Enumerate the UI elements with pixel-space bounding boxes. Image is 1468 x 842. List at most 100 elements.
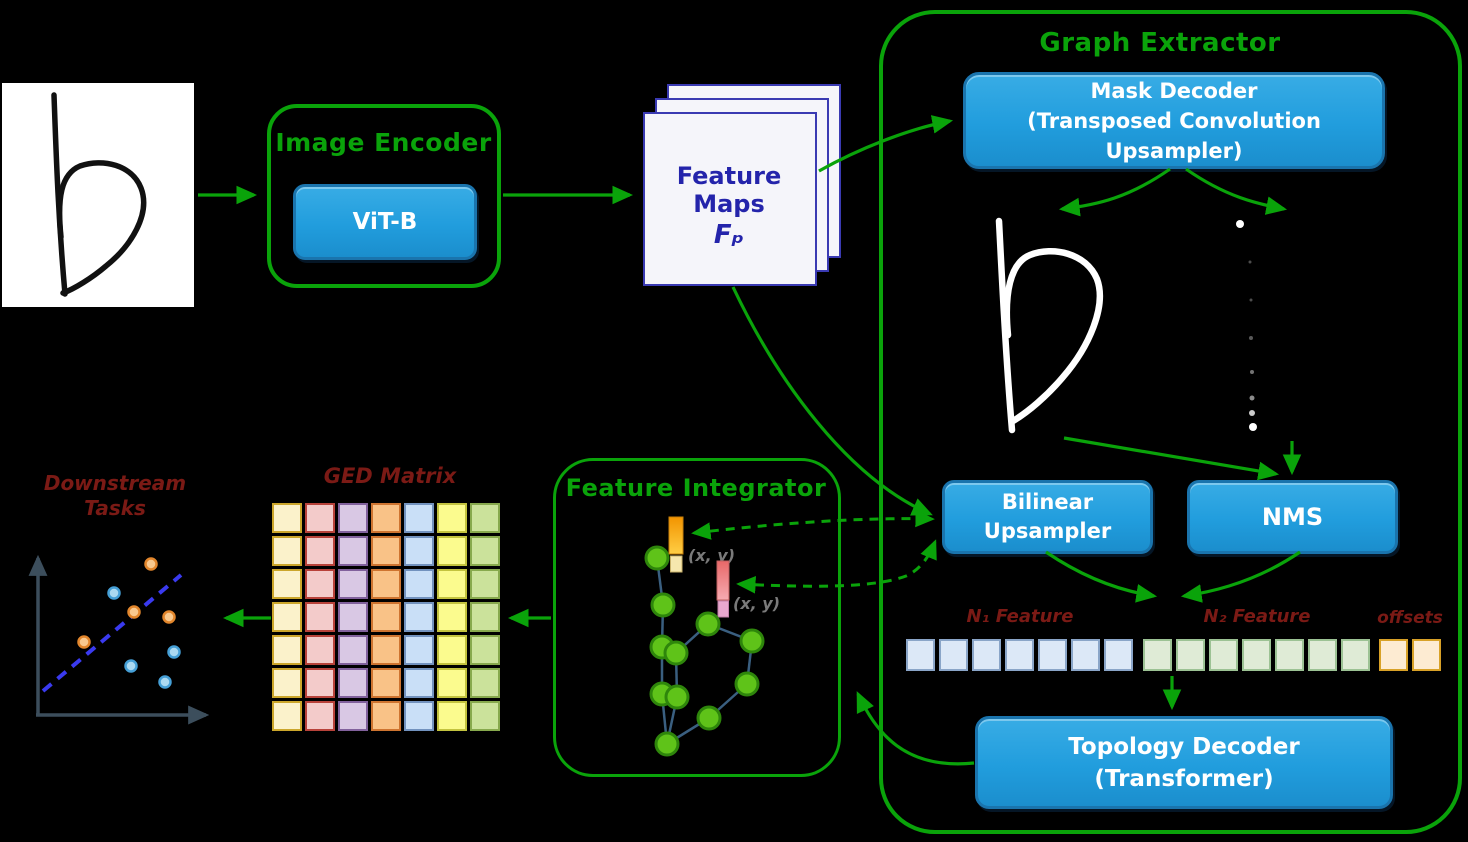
- ged-matrix-cell: [338, 503, 368, 533]
- coord-label-1: (x, y): [688, 546, 736, 565]
- ged-matrix-cell: [272, 668, 302, 698]
- ged-matrix-cell: [338, 635, 368, 665]
- ged-matrix-cell: [272, 536, 302, 566]
- ged-matrix-cell: [470, 602, 500, 632]
- ged-matrix-cell: [371, 668, 401, 698]
- ged-matrix-cell: [404, 569, 434, 599]
- feature-maps-text: Feature Maps: [676, 162, 782, 218]
- ged-matrix-cell: [338, 701, 368, 731]
- dashed-coordinate-arrows: [691, 509, 937, 594]
- scatter-dot-orange: [162, 610, 176, 624]
- arrow-decoder-to-mask: [1058, 167, 1171, 217]
- ged-matrix-cell: [272, 701, 302, 731]
- feature-cell-n2: [1143, 639, 1172, 671]
- feature-cell-n1: [1005, 639, 1034, 671]
- ged-matrix-cell: [305, 602, 335, 632]
- ged-matrix-cell: [404, 602, 434, 632]
- pink-feature-bar-pale: [717, 600, 729, 618]
- graph-node: [644, 545, 670, 571]
- ged-matrix-cell: [404, 536, 434, 566]
- feature-cell-n1: [1071, 639, 1100, 671]
- graph-node: [664, 684, 690, 710]
- ged-matrix-cell: [470, 536, 500, 566]
- ged-matrix-cell: [470, 668, 500, 698]
- ged-matrix-cell: [338, 536, 368, 566]
- ged-matrix-cell: [305, 536, 335, 566]
- feature-cell-n2: [1275, 639, 1304, 671]
- orange-feature-bar-pale: [670, 555, 683, 573]
- feature-cell-n2: [1209, 639, 1238, 671]
- ged-matrix-cell: [272, 503, 302, 533]
- keypoint-heatmap: [1236, 220, 1257, 431]
- mask-decoder-line3: Upsampler): [1105, 138, 1243, 163]
- downstream-tasks-title: Downstream Tasks: [30, 471, 200, 521]
- feature-cell-n2: [1242, 639, 1271, 671]
- ged-matrix-cell: [437, 503, 467, 533]
- feature-cell-n1: [939, 639, 968, 671]
- graph-node: [734, 671, 760, 697]
- ged-matrix-cell: [404, 503, 434, 533]
- topology-decoder-box: Topology Decoder (Transformer): [975, 716, 1393, 809]
- feature-integrator-title: Feature Integrator: [565, 474, 827, 502]
- mask-decoder-box: Mask Decoder (Transposed Convolution Ups…: [963, 72, 1385, 169]
- scatter-dot-orange: [127, 605, 141, 619]
- feature-maps-symbol: Fₚ: [713, 220, 745, 250]
- ged-matrix-cell: [371, 536, 401, 566]
- bilinear-upsampler-box: Bilinear Upsampler: [942, 480, 1153, 554]
- image-encoder-box: [267, 104, 501, 288]
- ged-matrix-cell: [470, 701, 500, 731]
- image-encoder-title: Image Encoder: [275, 128, 492, 157]
- green-arrows: [198, 115, 1302, 766]
- ged-matrix-cell: [305, 635, 335, 665]
- mask-decoder-line1: Mask Decoder: [1090, 78, 1258, 103]
- arrow-decoder-to-heatmap: [1185, 167, 1288, 215]
- graph-extractor-title: Graph Extractor: [1039, 28, 1281, 58]
- ged-matrix-cell: [470, 503, 500, 533]
- arrow-nms-to-row: [1180, 550, 1301, 603]
- feature-cell-n2: [1308, 639, 1337, 671]
- bilinear-line1: Bilinear: [1001, 490, 1094, 514]
- graph-node: [650, 592, 676, 618]
- scatter-dot-orange: [77, 635, 91, 649]
- ged-matrix-cell: [272, 569, 302, 599]
- dashed-arrow-1: [691, 509, 935, 540]
- ged-matrix-cell: [272, 635, 302, 665]
- coord-label-2: (x, y): [733, 594, 781, 613]
- nms-box: NMS: [1187, 480, 1398, 554]
- scatter-dot-blue: [158, 675, 172, 689]
- bilinear-line2: Upsampler: [983, 519, 1112, 543]
- ged-matrix-cell: [470, 635, 500, 665]
- feature-cell-offsets: [1412, 639, 1441, 671]
- ged-matrix-cell: [470, 569, 500, 599]
- arrow-maps-to-bilinear: [731, 286, 933, 516]
- ged-matrix-cell: [371, 602, 401, 632]
- ged-matrix-cell: [338, 602, 368, 632]
- ged-matrix-cell: [338, 569, 368, 599]
- feature-integrator-box: [553, 458, 841, 777]
- ged-matrix-cell: [404, 668, 434, 698]
- topology-line2: (Transformer): [1094, 765, 1274, 792]
- ged-matrix-cell: [305, 503, 335, 533]
- ged-matrix-cell: [305, 668, 335, 698]
- feature-cell-n1: [972, 639, 1001, 671]
- arrow-bilinear-to-row: [1045, 550, 1158, 603]
- nms-label: NMS: [1261, 503, 1324, 531]
- vit-b-box: ViT-B: [293, 184, 477, 260]
- ged-matrix-cell: [371, 503, 401, 533]
- feature-cell-n2: [1176, 639, 1205, 671]
- feature-cell-n1: [906, 639, 935, 671]
- scatter-axes: [28, 554, 210, 725]
- feature-cell-n1: [1104, 639, 1133, 671]
- scatter-dot-blue: [107, 586, 121, 600]
- feature-map-page-1: [643, 112, 817, 286]
- graph-node: [654, 731, 680, 757]
- ged-matrix-cell: [437, 668, 467, 698]
- mask-letter-b: [995, 217, 1104, 434]
- ged-matrix-cell: [437, 569, 467, 599]
- ged-matrix-title: GED Matrix: [323, 464, 457, 488]
- dashed-arrow-2: [736, 539, 937, 594]
- orange-feature-bar: [668, 516, 684, 555]
- graph-node: [739, 628, 765, 654]
- ged-matrix-cell: [371, 569, 401, 599]
